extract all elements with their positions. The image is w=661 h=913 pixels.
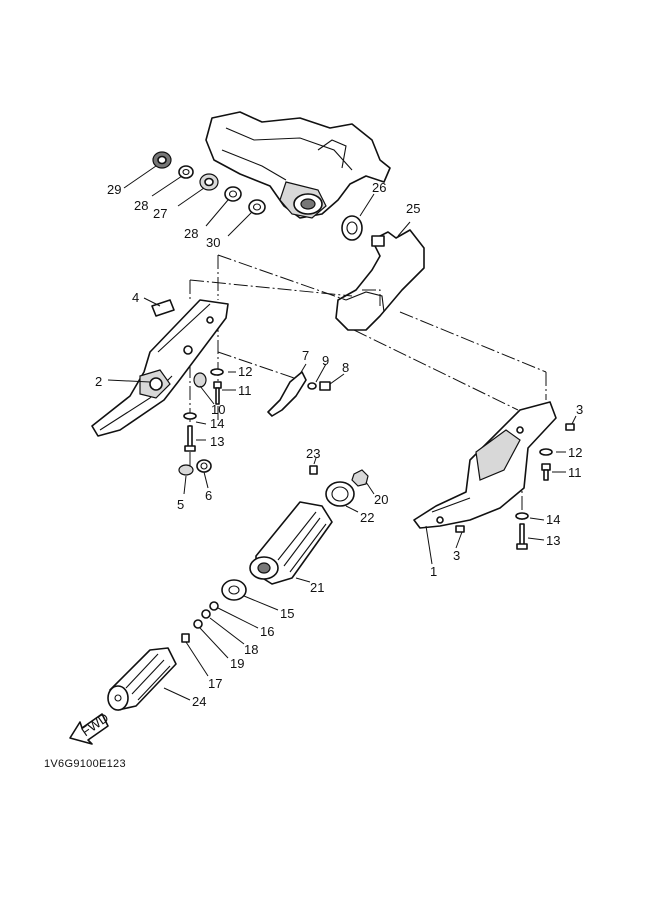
collar-6 — [196, 459, 212, 473]
screw-3-right — [565, 423, 575, 431]
clip-7 — [267, 371, 307, 417]
bushing-27 — [199, 173, 219, 191]
screw-17 — [181, 633, 190, 643]
callout-18: 18 — [244, 642, 258, 657]
washer-18 — [201, 609, 211, 619]
bolt-13-right — [516, 523, 528, 550]
callout-14-right: 14 — [546, 512, 560, 527]
callout-28-upper: 28 — [134, 198, 148, 213]
washer-14-left — [183, 412, 197, 420]
alignment-lines — [189, 254, 547, 520]
knob-24 — [107, 647, 177, 711]
washer-28-lower — [224, 186, 242, 202]
callout-13-left: 13 — [210, 434, 224, 449]
drawing-code: 1V6G9100E123 — [44, 758, 126, 770]
callout-5: 5 — [177, 497, 184, 512]
washer-16 — [209, 601, 219, 611]
callout-30: 30 — [206, 235, 220, 250]
callout-29: 29 — [107, 182, 121, 197]
callout-27: 27 — [153, 206, 167, 221]
callout-12-left: 12 — [238, 364, 252, 379]
cap-15 — [221, 579, 247, 601]
callout-6: 6 — [205, 488, 212, 503]
callout-23: 23 — [306, 446, 320, 461]
throttle-grip-21 — [249, 501, 333, 585]
screw-3-lower — [455, 525, 465, 533]
washer-12-left — [210, 368, 224, 376]
callout-4: 4 — [132, 290, 139, 305]
callout-8: 8 — [342, 360, 349, 375]
callout-7: 7 — [302, 348, 309, 363]
callout-10: 10 — [211, 402, 225, 417]
callout-1: 1 — [430, 564, 437, 579]
washer-30 — [248, 199, 266, 215]
bracket-housing — [205, 111, 391, 219]
nut-20 — [351, 469, 369, 487]
screw-8 — [319, 381, 331, 391]
callout-22: 22 — [360, 510, 374, 525]
callout-9: 9 — [322, 353, 329, 368]
callout-15: 15 — [280, 606, 294, 621]
plate-4 — [151, 299, 175, 317]
callout-2: 2 — [95, 374, 102, 389]
callout-16: 16 — [260, 624, 274, 639]
callout-12-right: 12 — [568, 445, 582, 460]
washer-14-right — [515, 512, 529, 520]
handle-bracket-1 — [413, 401, 557, 529]
callout-21: 21 — [310, 580, 324, 595]
callout-19: 19 — [230, 656, 244, 671]
leader-lines — [107, 165, 577, 701]
callout-14-left: 14 — [210, 416, 224, 431]
callout-17: 17 — [208, 676, 222, 691]
fwd-arrow-icon: FWD — [69, 710, 111, 745]
callout-20: 20 — [374, 492, 388, 507]
bolt-13-left — [184, 425, 196, 452]
callout-11-right: 11 — [568, 465, 582, 480]
nut-5 — [178, 464, 194, 476]
bushing-26 — [341, 215, 363, 241]
callout-24: 24 — [192, 694, 206, 709]
steering-arm-25 — [335, 229, 425, 331]
seal-29 — [152, 151, 172, 169]
callout-11-left: 11 — [238, 383, 252, 398]
washer-9 — [307, 382, 317, 390]
bushing-10 — [193, 372, 207, 388]
callout-28-lower: 28 — [184, 226, 198, 241]
callout-13-right: 13 — [546, 533, 560, 548]
collar-22 — [325, 481, 355, 507]
bolt-11-left — [213, 381, 222, 405]
callout-25: 25 — [406, 201, 420, 216]
handle-bracket-2 — [91, 299, 229, 437]
callout-3-lower: 3 — [453, 548, 460, 563]
callouts: 29 28 27 28 30 26 25 4 2 12 11 10 14 13 … — [95, 180, 583, 709]
callout-3-right: 3 — [576, 402, 583, 417]
screw-23 — [309, 465, 318, 475]
washer-28-upper — [178, 165, 194, 179]
washer-19 — [193, 619, 203, 629]
bolt-11-right — [541, 463, 551, 481]
callout-26: 26 — [372, 180, 386, 195]
washer-12-right — [539, 448, 553, 456]
